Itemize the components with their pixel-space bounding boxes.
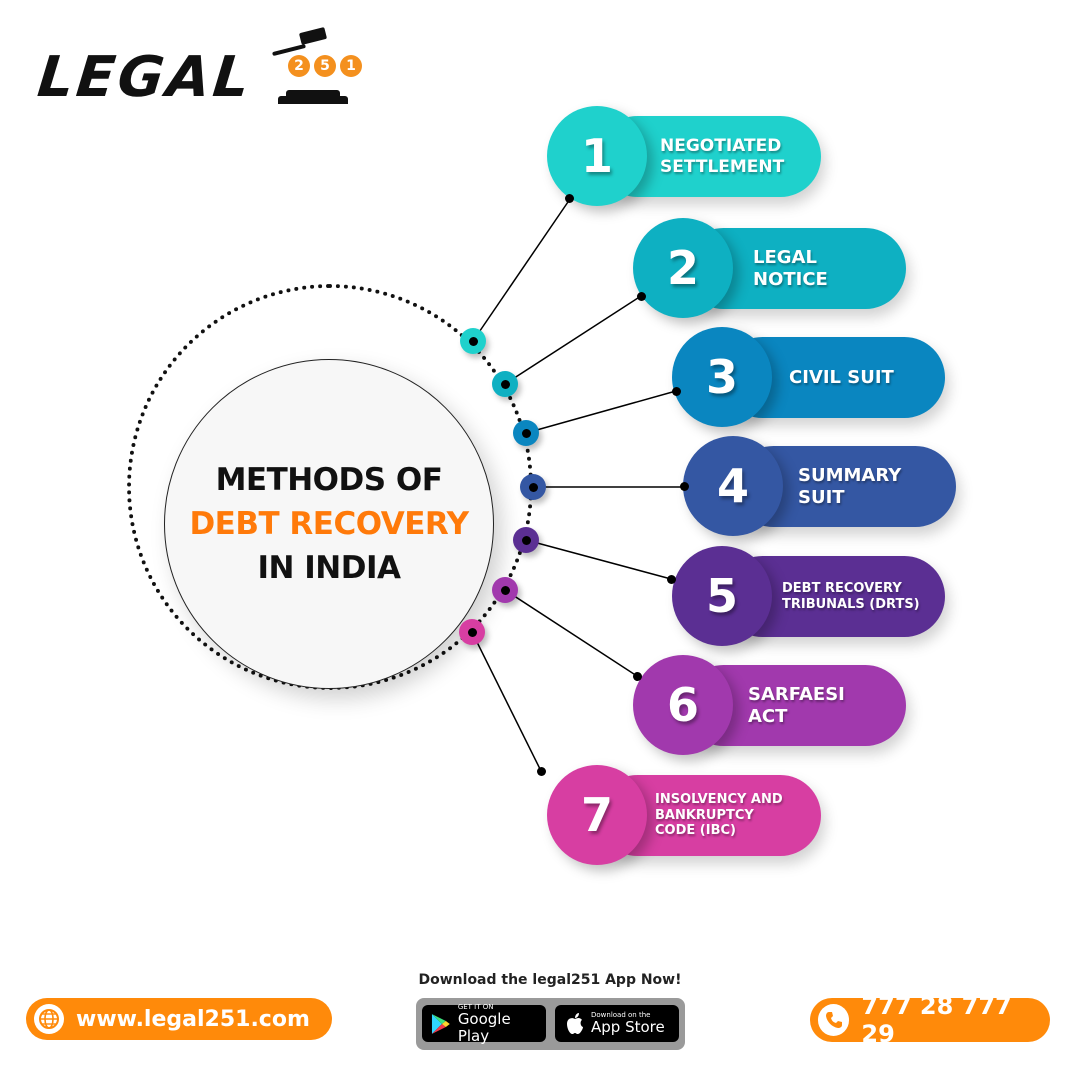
app-store-button[interactable]: Download on the App Store: [555, 1005, 679, 1042]
method-item-4: 4 SUMMARY SUIT: [680, 436, 956, 536]
node-dot-3: [513, 420, 539, 446]
method-number-circle: 5: [672, 546, 772, 646]
connector-end-dot: [667, 575, 676, 584]
title-line-2: DEBT RECOVERY: [189, 506, 469, 542]
download-app-title: Download the legal251 App Now!: [418, 972, 682, 988]
app-store-big: App Store: [591, 1018, 665, 1036]
method-item-2: 2 LEGAL NOTICE: [633, 218, 906, 318]
website-link[interactable]: www.legal251.com: [26, 998, 332, 1040]
connector-end-dot: [672, 387, 681, 396]
connector-end-dot: [537, 767, 546, 776]
google-play-small: GET IT ON: [457, 1002, 494, 1011]
phone-link[interactable]: 777 28 777 29: [810, 992, 1050, 1048]
center-title-circle: METHODS OF DEBT RECOVERY IN INDIA: [164, 359, 494, 689]
logo-badge-2: 2: [288, 55, 310, 77]
method-number-circle: 2: [633, 218, 733, 318]
google-play-icon: [431, 1013, 450, 1034]
node-dot-7: [459, 619, 485, 645]
method-label: INSOLVENCY AND BANKRUPTCY CODE (IBC): [655, 792, 783, 839]
method-number-circle: 6: [633, 655, 733, 755]
google-play-button[interactable]: GET IT ON Google Play: [422, 1002, 546, 1045]
globe-icon: [34, 1004, 64, 1034]
method-number: 3: [705, 350, 738, 404]
method-label: NEGOTIATED SETTLEMENT: [660, 136, 785, 177]
connector-end-dot: [637, 292, 646, 301]
method-item-7: 7 INSOLVENCY AND BANKRUPTCY CODE (IBC): [537, 765, 821, 865]
website-text: www.legal251.com: [76, 1006, 310, 1032]
apple-icon: [567, 1012, 583, 1034]
logo-badge-5: 5: [314, 55, 336, 77]
method-label: LEGAL NOTICE: [753, 246, 828, 290]
method-label: SUMMARY SUIT: [798, 464, 902, 508]
method-number: 1: [580, 129, 613, 183]
node-dot-2: [492, 371, 518, 397]
method-number-circle: 1: [547, 106, 647, 206]
node-dot-6: [492, 577, 518, 603]
google-play-big: Google Play: [457, 1009, 511, 1045]
node-dot-1: [460, 328, 486, 354]
method-item-5: 5 DEBT RECOVERY TRIBUNALS (DRTS): [667, 546, 945, 646]
method-number: 5: [705, 569, 738, 623]
method-label: CIVIL SUIT: [789, 366, 894, 388]
method-number: 4: [716, 459, 749, 513]
connector-end-dot: [633, 672, 642, 681]
title-line-3: IN INDIA: [257, 550, 401, 586]
logo-badge-1: 1: [340, 55, 362, 77]
phone-icon: [818, 1004, 850, 1036]
method-item-1: 1 NEGOTIATED SETTLEMENT: [547, 106, 821, 206]
method-number: 6: [666, 678, 699, 732]
method-number-circle: 7: [547, 765, 647, 865]
connector-end-dot: [680, 482, 689, 491]
store-buttons: GET IT ON Google Play Download on the Ap…: [416, 998, 685, 1050]
method-number: 7: [580, 788, 613, 842]
method-item-6: 6 SARFAESI ACT: [633, 655, 906, 755]
node-dot-5: [513, 527, 539, 553]
method-number-circle: 4: [683, 436, 783, 536]
title-line-1: METHODS OF: [215, 462, 443, 498]
app-store-small: Download on the: [591, 1011, 651, 1019]
method-number-circle: 3: [672, 327, 772, 427]
logo-wordmark: LEGAL: [34, 45, 256, 110]
method-number: 2: [666, 241, 699, 295]
method-label: SARFAESI ACT: [748, 683, 845, 727]
node-dot-4: [520, 474, 546, 500]
method-item-3: 3 CIVIL SUIT: [672, 327, 945, 427]
method-label: DEBT RECOVERY TRIBUNALS (DRTS): [782, 580, 920, 612]
connector-end-dot: [565, 194, 574, 203]
phone-number: 777 28 777 29: [861, 992, 1012, 1048]
